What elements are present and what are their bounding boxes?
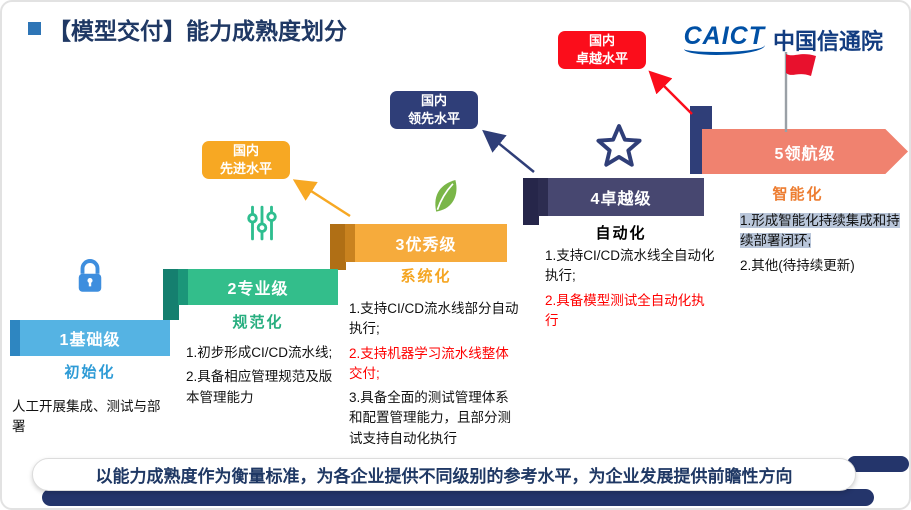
footer-navy-cap [847, 456, 909, 472]
arrow-to-leading-badge [482, 129, 535, 173]
step-riser-level2 [163, 269, 179, 320]
level5-arrow-bar: 5领航级 [702, 129, 908, 174]
badge-domestic-leading: 国内 领先水平 [390, 91, 478, 129]
caict-logo: CAICT 中国信通院 [683, 22, 883, 56]
red-flag-icon [784, 52, 816, 132]
level2-bar: 2专业级 [178, 269, 338, 305]
detail-item: 1.形成智能化持续集成和持续部署闭环; [740, 211, 906, 252]
caict-logo-cn: 中国信通院 [772, 29, 883, 54]
level5-details: 1.形成智能化持续集成和持续部署闭环; 2.其他(待持续更新) [740, 211, 906, 280]
leaf-icon [435, 180, 457, 212]
detail-item: 2.支持机器学习流水线整体交付; [349, 345, 509, 381]
detail-item: 1.支持CI/CD流水线全自动化执行; [545, 248, 715, 284]
level1-details: 人工开展集成、测试与部署 [12, 397, 164, 442]
page-title: 【模型交付】能力成熟度划分 [48, 18, 347, 44]
detail-item: 3.具备全面的测试管理体系和配置管理能力，且部分测试支持自动化执行 [349, 390, 511, 446]
level4-bar: 4卓越级 [538, 178, 704, 216]
level3-keyword: 系统化 [400, 268, 452, 285]
detail-item: 2.其他(待持续更新) [740, 257, 855, 273]
step-riser-level3 [330, 224, 346, 270]
footer-summary: 以能力成熟度作为衡量标准，为各企业提供不同级别的参考水平，为企业发展提供前瞻性方… [32, 458, 856, 491]
detail-item: 2.具备相应管理规范及版本管理能力 [186, 369, 333, 405]
highlighted-text: 1.形成智能化持续集成和持续部署闭环; [740, 213, 900, 249]
step-riser-level4 [523, 178, 539, 225]
level5-keyword: 智能化 [772, 186, 824, 203]
detail-item: 1.初步形成CI/CD流水线; [186, 345, 333, 360]
sliders-icon [247, 205, 277, 241]
level3-bar: 3优秀级 [345, 224, 507, 262]
level4-details: 1.支持CI/CD流水线全自动化执行; 2.具备模型测试全自动化执行 [545, 246, 717, 335]
arrow-to-excellent-badge [648, 70, 693, 115]
badge-domestic-advanced: 国内 先进水平 [202, 141, 290, 179]
level3-details: 1.支持CI/CD流水线部分自动执行; 2.支持机器学习流水线整体交付; 3.具… [349, 299, 521, 453]
badge-domestic-excellent: 国内 卓越水平 [558, 31, 646, 69]
caict-logo-text: CAICT [683, 22, 765, 55]
star-icon [596, 124, 642, 167]
lock-icon [78, 259, 102, 292]
detail-item: 2.具备模型测试全自动化执行 [545, 292, 705, 328]
level2-keyword: 规范化 [232, 314, 284, 331]
footer-navy-underbar [42, 489, 874, 506]
title-bullet-square [28, 22, 41, 35]
level2-details: 1.初步形成CI/CD流水线; 2.具备相应管理规范及版本管理能力 [186, 343, 341, 412]
level1-keyword: 初始化 [64, 364, 116, 381]
arrow-to-advanced-badge [292, 179, 351, 218]
level1-bar: 1基础级 [10, 320, 170, 356]
detail-item: 人工开展集成、测试与部署 [12, 399, 161, 435]
detail-item: 1.支持CI/CD流水线部分自动执行; [349, 301, 519, 337]
level4-keyword: 自动化 [595, 225, 647, 242]
